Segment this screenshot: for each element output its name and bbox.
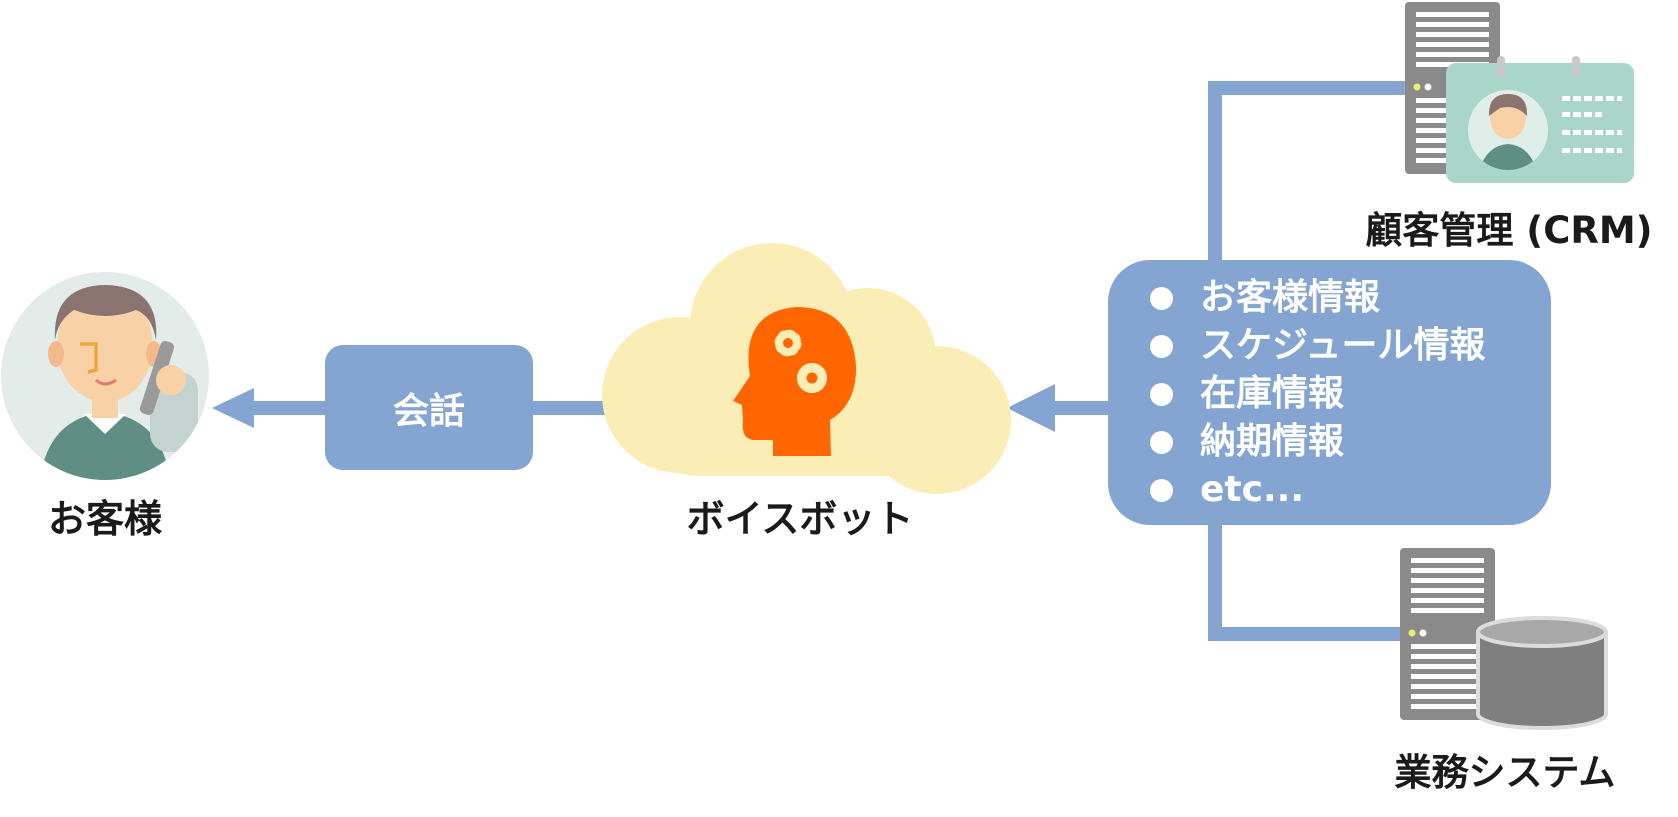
list-item: 在庫情報	[1140, 370, 1551, 418]
business-server-icon	[1400, 548, 1495, 720]
customer-label: お客様	[47, 497, 162, 541]
brain-gears-icon	[733, 307, 857, 456]
gear-icon	[774, 329, 802, 357]
list-item: お客様情報	[1140, 274, 1551, 322]
list-item: スケジュール情報	[1140, 322, 1551, 370]
conversation-box: 会話	[325, 345, 533, 470]
line-info-to-crm	[1208, 81, 1427, 267]
connector-lines	[243, 81, 1427, 641]
info-sources-box: お客様情報 スケジュール情報 在庫情報 納期情報 etc...	[1108, 260, 1551, 525]
info-list: お客様情報 スケジュール情報 在庫情報 納期情報 etc...	[1140, 274, 1551, 514]
arrowhead-to-customer	[212, 388, 254, 428]
customer-avatar	[1, 272, 209, 480]
database-icon	[1476, 616, 1608, 730]
crm-id-card-icon	[1446, 56, 1634, 183]
gear-icon	[797, 363, 827, 393]
arrowhead-to-bot	[1007, 384, 1055, 432]
conversation-label: 会話	[392, 390, 465, 432]
list-item: etc...	[1140, 466, 1551, 514]
business-system-label: 業務システム	[1394, 751, 1616, 794]
list-item: 納期情報	[1140, 418, 1551, 466]
crm-label: 顧客管理 (CRM)	[1365, 209, 1653, 252]
line-info-to-business-system	[1208, 518, 1427, 641]
voicebot-label: ボイスボット	[686, 497, 914, 541]
